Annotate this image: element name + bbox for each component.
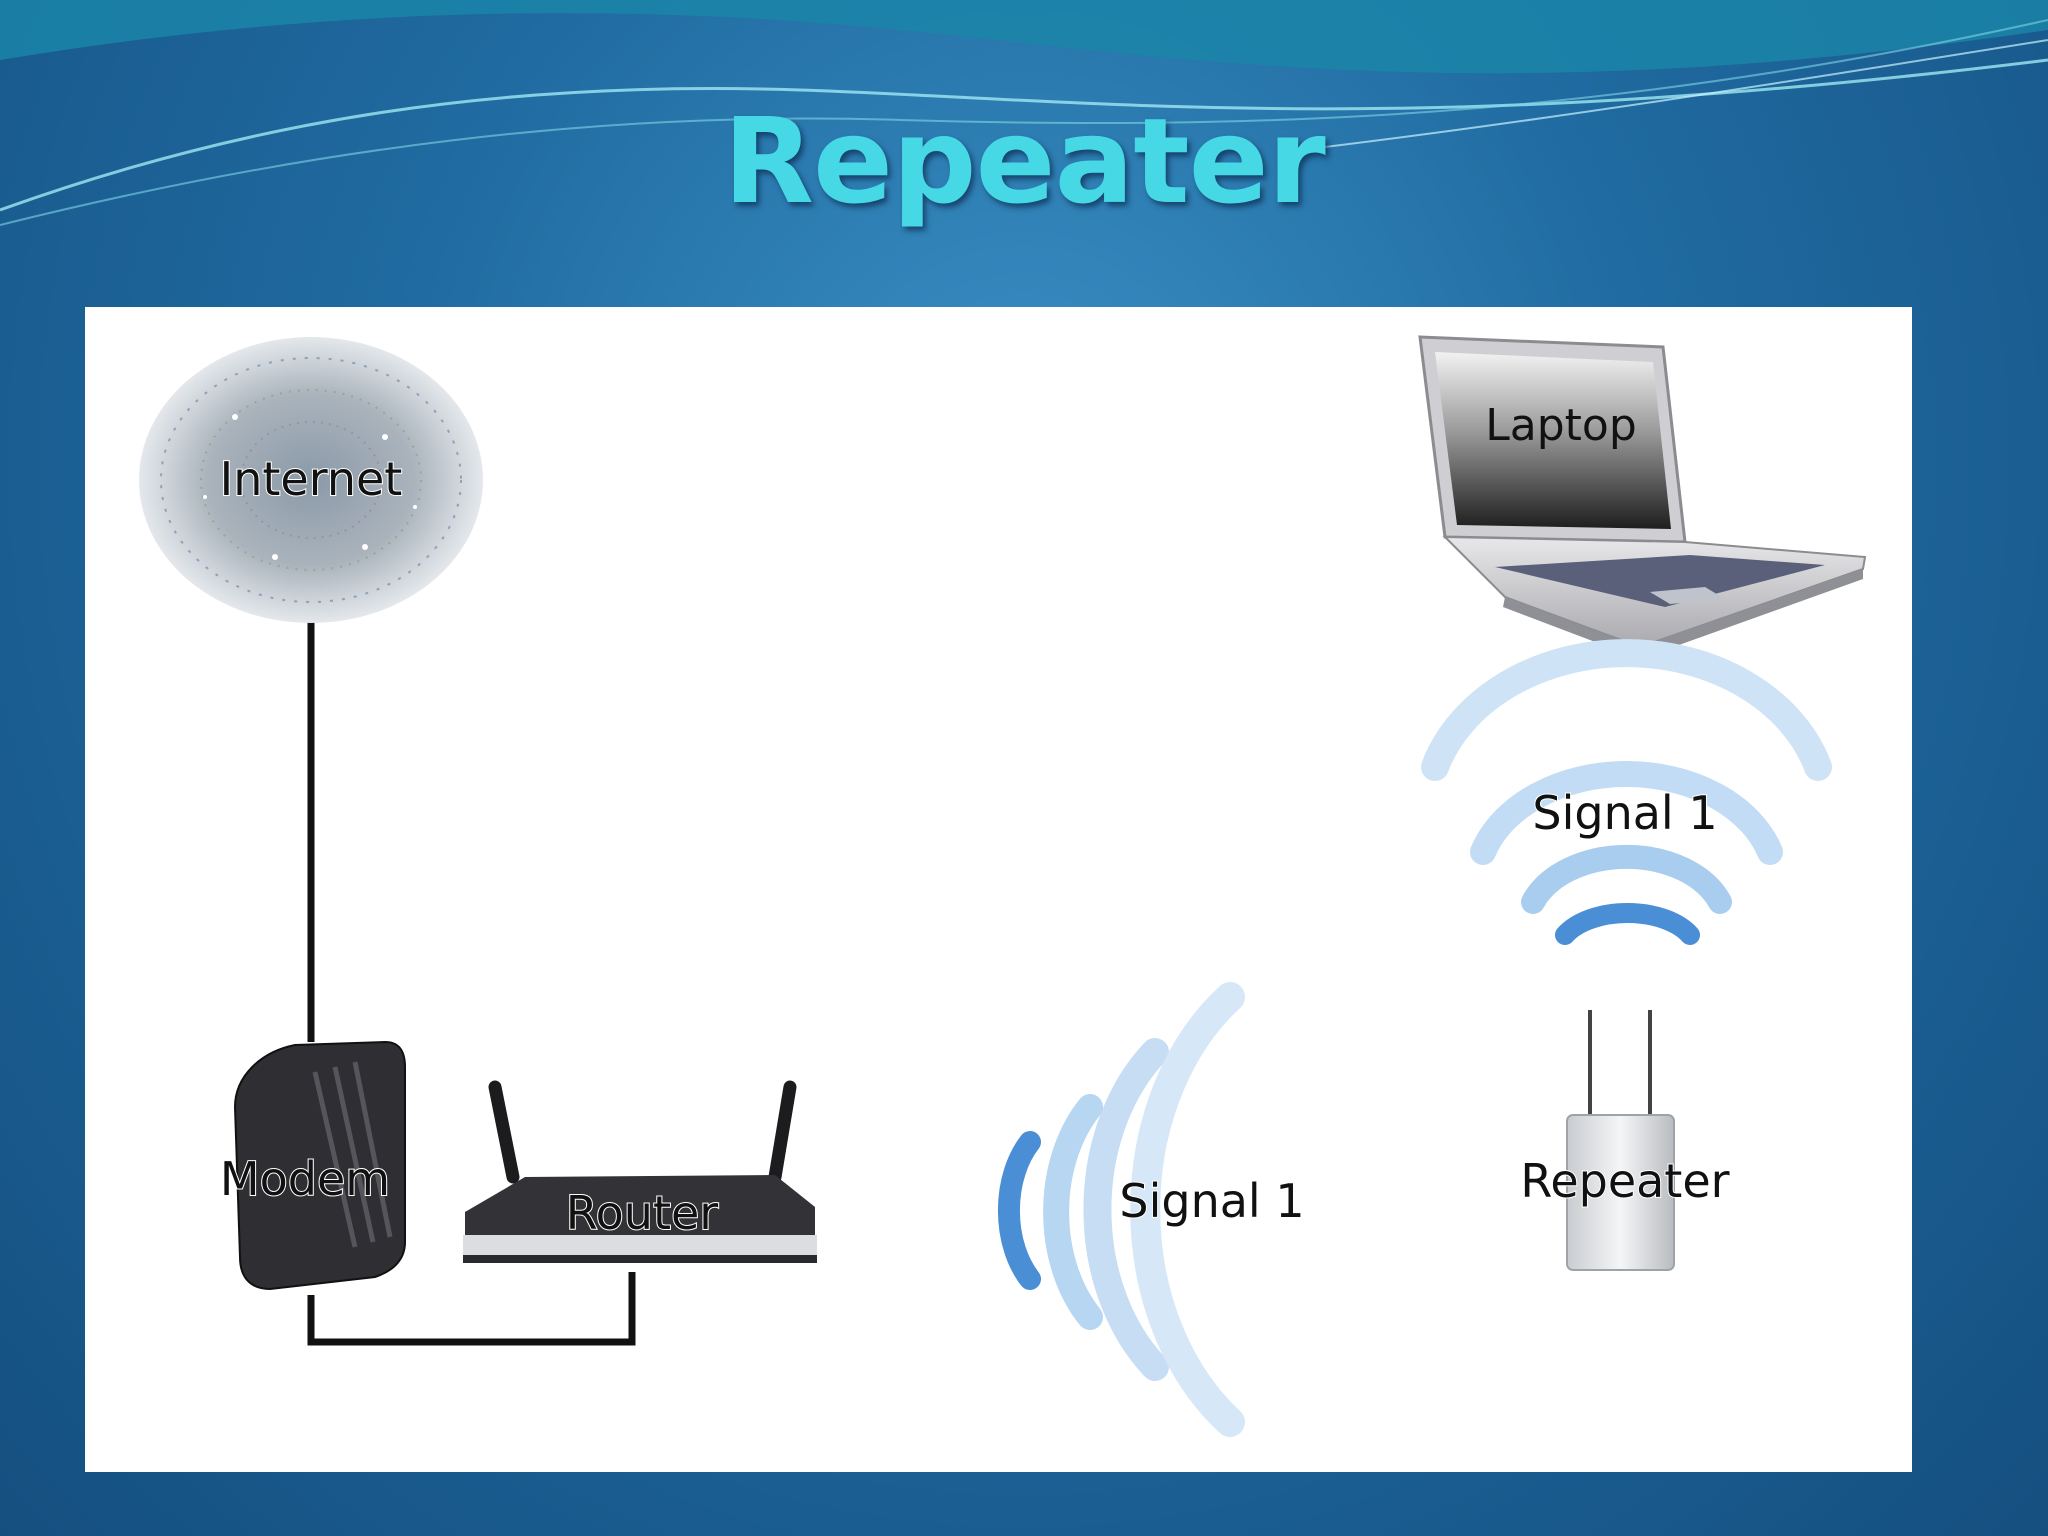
repeater-signal-label: Signal 1 bbox=[1532, 786, 1717, 840]
modem-label: Modem bbox=[220, 1152, 390, 1206]
repeater-device-icon bbox=[1566, 1010, 1675, 1271]
internet-label: Internet bbox=[220, 452, 403, 506]
diagram-panel: Internet Laptop Signal 1 Repeater bbox=[85, 307, 1912, 1472]
router-icon bbox=[463, 1080, 817, 1263]
slide-title: Repeater bbox=[723, 92, 1326, 230]
router-label: Router bbox=[566, 1186, 719, 1240]
router-signal-icon bbox=[997, 982, 1245, 1437]
header-wave-decoration bbox=[0, 0, 2048, 226]
network-diagram: Internet Laptop Signal 1 Repeater bbox=[139, 335, 1867, 1437]
modem-router-cable bbox=[307, 1272, 636, 1346]
laptop-icon bbox=[1418, 335, 1867, 659]
laptop-label: Laptop bbox=[1485, 400, 1637, 451]
router-signal-label: Signal 1 bbox=[1119, 1174, 1304, 1228]
modem-icon bbox=[233, 1040, 406, 1291]
repeater-signal-icon bbox=[1421, 639, 1832, 945]
repeater-label: Repeater bbox=[1520, 1154, 1729, 1208]
internet-globe-icon bbox=[139, 337, 483, 623]
